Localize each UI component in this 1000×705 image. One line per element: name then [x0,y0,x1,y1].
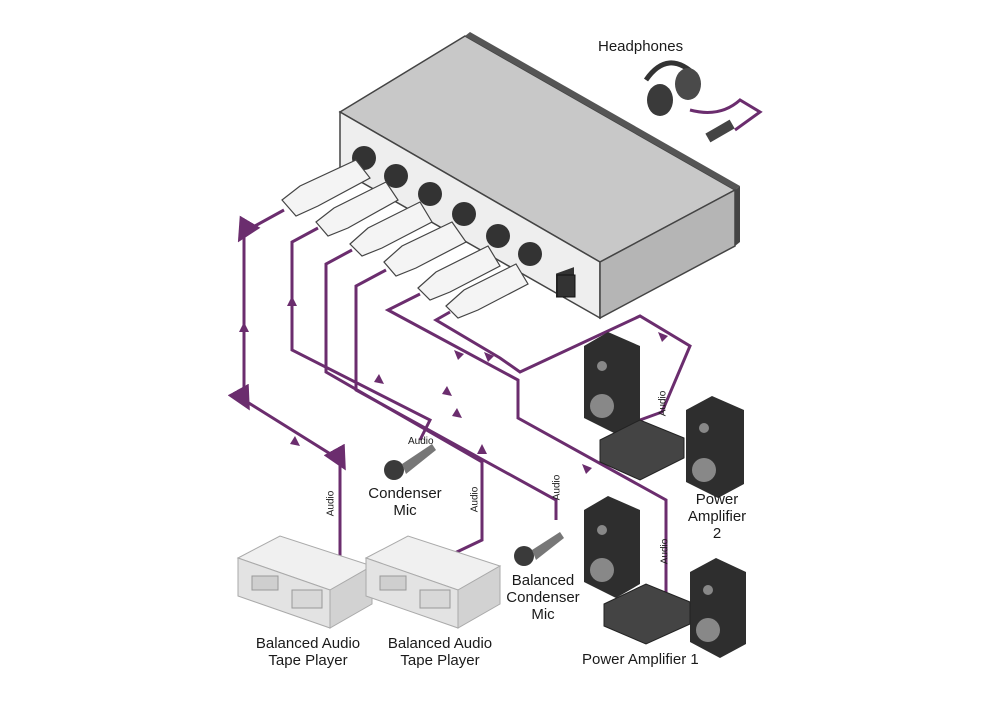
power-amplifier-1-group [584,496,746,658]
condenser-mic-label-line-1: Condenser [368,485,442,502]
power-amplifier-2-label-line-2: Amplifier [687,508,747,525]
cable-balanced-mic [354,268,558,520]
tape-player-2-label: Balanced Audio Tape Player [378,635,502,669]
speaker-2b [686,396,744,498]
arrow-5 [452,408,462,418]
audio-label-amp-1: Audio [659,538,671,565]
arrow-10 [582,464,592,474]
audio-label-tape-1: Audio [325,490,337,517]
arrow-11 [658,332,668,342]
xlr-sockets [352,146,576,298]
tape-player-1-label-line-2: Tape Player [268,652,348,669]
power-amplifier-2-label-line-3: 2 [712,525,722,542]
condenser-mic-label-line-2: Mic [393,502,417,519]
audio-label-tape-2: Audio [469,486,481,513]
power-amplifier-2-label-line-1: Power [695,491,739,508]
tape-player-2-label-line-1: Balanced Audio [387,635,493,652]
tape-player-1-label: Balanced Audio Tape Player [246,635,370,669]
speaker-2a [584,332,640,434]
audio-label-condenser-mic: Audio [408,436,434,447]
signal-arrows [239,296,668,474]
power-amplifier-2-label: Power Amplifier 2 [672,491,762,542]
amp-1-box [603,583,691,645]
arrow-8 [454,350,464,360]
audio-cables [227,98,763,600]
cable-tape-1 [227,208,346,560]
socket-4 [452,202,476,226]
audio-label-amp-2: Audio [657,390,669,417]
balanced-condenser-mic-label-line-2: Condenser [506,589,580,606]
arrow-6 [442,386,452,396]
amp-2-box [599,419,685,481]
speaker-1b [690,558,746,658]
arrow-9 [484,352,494,362]
plug-5 [417,245,501,301]
arrow-1 [239,322,249,332]
power-amplifier-2-group [584,332,744,498]
tape-player-2-label-line-2: Tape Player [400,652,480,669]
balanced-condenser-mic-label-line-1: Balanced [511,572,575,589]
headphones-icon [643,60,735,143]
tape-player-2-icon [364,535,502,629]
cable-amp-2 [433,310,692,422]
socket-5 [486,224,510,248]
arrow-7 [477,444,487,454]
socket-3 [418,182,442,206]
cable-headphones [689,98,763,132]
balanced-condenser-mic-label: Balanced Condenser Mic [498,572,588,623]
speaker-1a [584,496,640,598]
tape-player-1-label-line-1: Balanced Audio [255,635,361,652]
socket-2 [384,164,408,188]
plug-6 [445,263,529,319]
arrow-4 [374,374,384,384]
audio-label-balanced-mic: Audio [551,474,563,501]
cable-amp-1 [384,292,668,600]
cable-condenser-mic [290,226,433,441]
plug-4 [383,221,467,277]
condenser-mic-icon [384,444,436,480]
tape-player-1-icon [236,535,374,629]
power-jack [556,274,576,298]
plug-3 [349,201,433,257]
condenser-mic-label: Condenser Mic [360,485,450,519]
balanced-condenser-mic-icon [514,532,564,566]
arrow-2 [290,436,300,446]
headphones-label: Headphones [598,38,684,55]
balanced-condenser-mic-label-line-3: Mic [531,606,555,623]
power-amplifier-1-label: Power Amplifier 1 [582,651,699,668]
arrow-3 [287,296,297,306]
socket-6 [518,242,542,266]
